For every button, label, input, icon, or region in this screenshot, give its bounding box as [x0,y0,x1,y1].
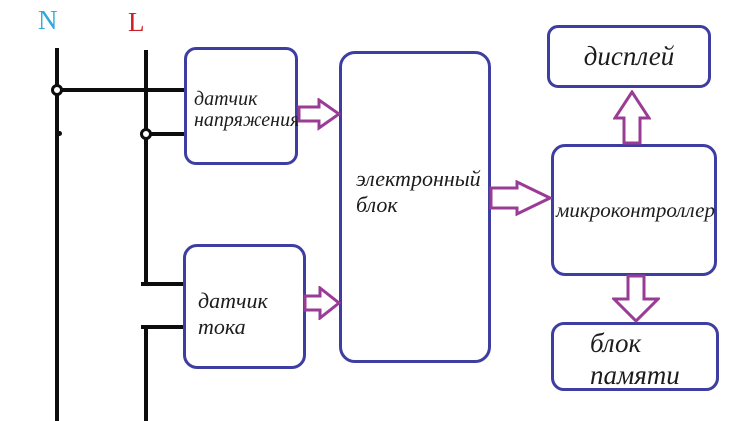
arrow-right-icon [489,180,552,217]
electronic-unit-label-line1: электронный [356,166,481,191]
line-rail-label: L [128,7,145,37]
neutral-rail-label: N [38,5,58,35]
memory-unit-label-line1: блок [590,327,642,358]
arrow-down-icon [612,274,660,323]
arrow-up-icon [613,90,651,145]
arrow-right-icon [303,286,341,320]
electronic-unit-block: электронный блок [339,51,491,363]
current-sensor-label-line1: датчик [198,287,268,313]
neutral-wire [55,48,59,421]
line-wire-upper [144,50,148,286]
current-sensor-in-wire [141,282,185,286]
voltage-sensor-block: датчик напряжения [184,47,300,165]
electronic-unit-label-line2: блок [356,192,398,217]
voltage-sensor-label-line1: датчик [194,88,258,110]
memory-unit-block: блок памяти [551,322,719,391]
display-label: дисплей [583,40,675,71]
neutral-small-dot [57,131,62,136]
neutral-junction-dot [51,84,63,96]
current-sensor-block: датчик тока [183,244,306,369]
line-wire-lower [144,327,148,421]
neutral-tap-wire [57,88,186,92]
microcontroller-block: микроконтроллер [551,144,717,276]
line-tap-wire [146,132,186,136]
current-sensor-label-line2: тока [198,313,246,339]
line-junction-dot [140,128,152,140]
current-sensor-out-wire [141,325,185,329]
arrow-right-icon [297,98,341,131]
voltage-sensor-label-line2: напряжения [194,109,300,131]
memory-unit-label-line2: памяти [590,359,680,390]
microcontroller-label: микроконтроллер [556,197,715,222]
display-block: дисплей [547,25,711,88]
